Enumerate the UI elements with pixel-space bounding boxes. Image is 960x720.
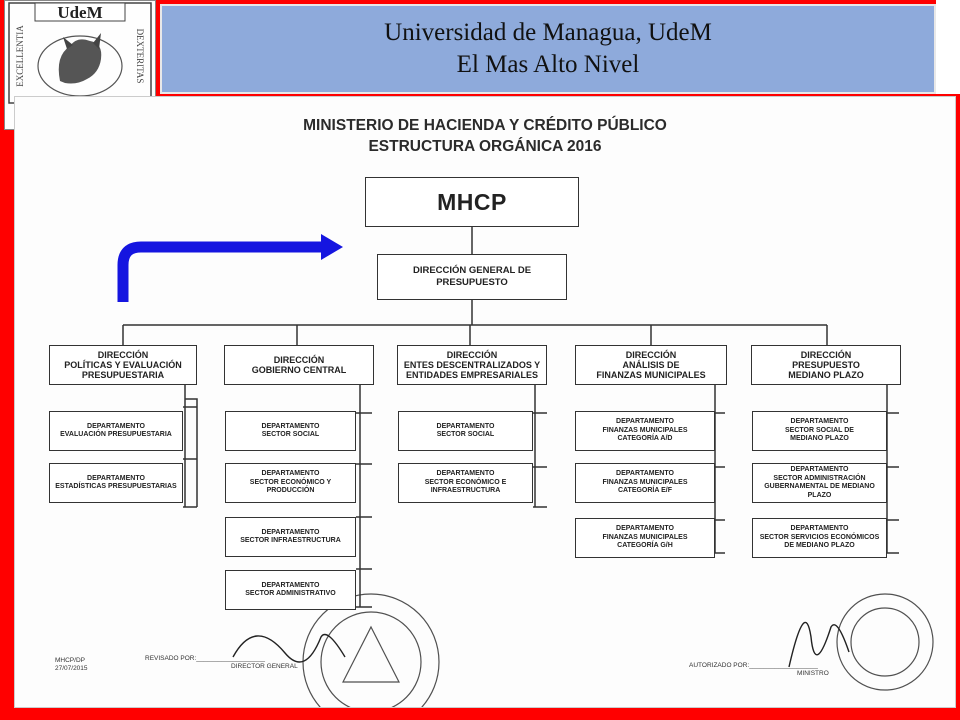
direction-5: DIRECCIÓN PRESUPUESTO MEDIANO PLAZO [751,345,901,385]
org-chart-document: MINISTERIO DE HACIENDA Y CRÉDITO PÚBLICO… [14,96,956,708]
logo-text: UdeM [57,3,102,22]
department-box: DEPARTAMENTO FINANZAS MUNICIPALES CATEGO… [575,463,715,503]
stamp-right [836,593,934,691]
department-box: DEPARTAMENTO FINANZAS MUNICIPALES CATEGO… [575,518,715,558]
department-box: DEPARTAMENTO ESTADÍSTICAS PRESUPUESTARIA… [49,463,183,503]
department-box: DEPARTAMENTO FINANZAS MUNICIPALES CATEGO… [575,411,715,451]
department-box: DEPARTAMENTO SECTOR ADMINISTRATIVO [225,570,356,610]
header-right-strip [936,0,960,94]
department-box: DEPARTAMENTO SECTOR INFRAESTRUCTURA [225,517,356,557]
document-title: MINISTERIO DE HACIENDA Y CRÉDITO PÚBLICO… [15,115,955,157]
department-box: DEPARTAMENTO SECTOR ECONÓMICO E INFRAEST… [398,463,533,503]
signature-director [232,633,346,663]
document-title-line2: ESTRUCTURA ORGÁNICA 2016 [368,138,602,155]
logo-motto-right: DEXTERITAS [135,29,145,84]
direction-3: DIRECCIÓN ENTES DESCENTRALIZADOS Y ENTID… [397,345,547,385]
department-box: DEPARTAMENTO SECTOR ADMINISTRACIÓN GUBER… [752,463,887,503]
document-code: MHCP/DP 27/07/2015 [55,657,88,672]
org-general-direction: DIRECCIÓN GENERAL DE PRESUPUESTO [377,254,567,300]
authorized-by: AUTORIZADO POR:___________________ [689,662,818,669]
document-title-line1: MINISTERIO DE HACIENDA Y CRÉDITO PÚBLICO [303,117,667,134]
stamp-left [302,593,440,707]
director-general-label: DIRECTOR GENERAL [231,663,298,670]
department-box: DEPARTAMENTO EVALUACIÓN PRESUPUESTARIA [49,411,183,451]
blue-arrow [117,241,323,302]
signature-minister [788,621,850,668]
department-box: DEPARTAMENTO SECTOR SOCIAL [225,411,356,451]
header-subtitle: El Mas Alto Nivel [456,51,640,78]
direction-4: DIRECCIÓN ANÁLISIS DE FINANZAS MUNICIPAL… [575,345,727,385]
org-top-mhcp: MHCP [365,177,579,227]
reviewed-by: REVISADO POR:___________________ [145,655,265,662]
department-box: DEPARTAMENTO SECTOR SOCIAL DE MEDIANO PL… [752,411,887,451]
header-title: Universidad de Managua, UdeM [384,19,712,46]
direction-1: DIRECCIÓN POLÍTICAS Y EVALUACIÓN PRESUPU… [49,345,197,385]
org-connectors [117,227,934,707]
logo-motto-left: EXCELLENTIA [15,25,25,87]
department-box: DEPARTAMENTO SECTOR ECONÓMICO Y PRODUCCI… [225,463,356,503]
department-box: DEPARTAMENTO SECTOR SOCIAL [398,411,533,451]
direction-2: DIRECCIÓN GOBIERNO CENTRAL [224,345,374,385]
department-box: DEPARTAMENTO SECTOR SERVICIOS ECONÓMICOS… [752,518,887,558]
header-banner: Universidad de Managua, UdeM El Mas Alto… [160,4,936,94]
minister-label: MINISTRO [797,670,829,677]
